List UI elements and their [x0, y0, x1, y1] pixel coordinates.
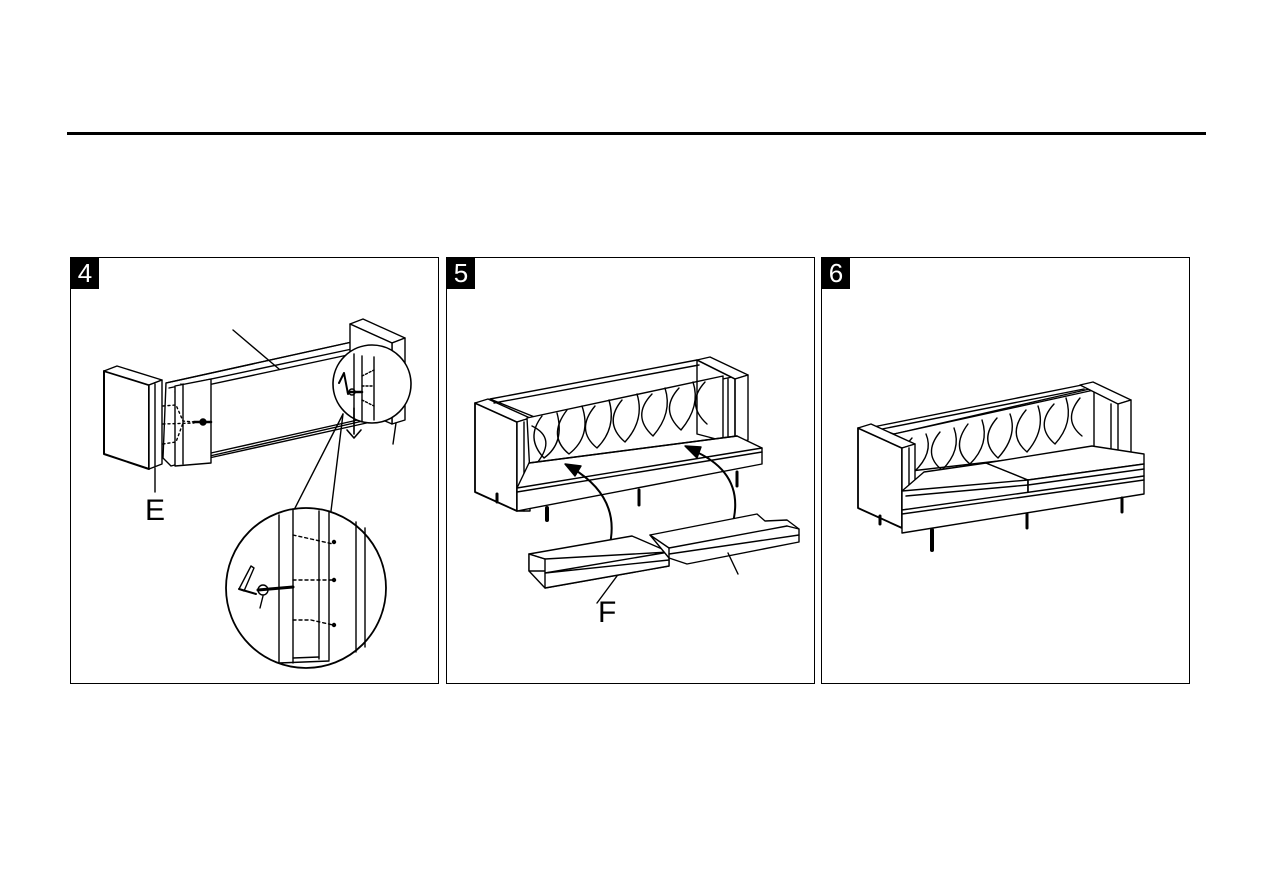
cushion-f-drawing — [529, 536, 669, 588]
step-6-assembled-sofa-illustration — [822, 258, 1191, 685]
armrest-e-drawing — [104, 366, 162, 469]
step-5-illustration — [447, 258, 816, 685]
step-4-panel: 4 — [70, 257, 439, 684]
part-label-e: E — [145, 496, 165, 526]
step-6-panel: 6 — [821, 257, 1190, 684]
step-5-panel: 5 — [446, 257, 815, 684]
step-4-illustration — [71, 258, 440, 685]
header-rule — [67, 132, 1206, 135]
sofa-frame-drawing — [475, 357, 762, 520]
cushion-right-drawing — [650, 514, 799, 564]
part-label-f: F — [598, 598, 616, 628]
